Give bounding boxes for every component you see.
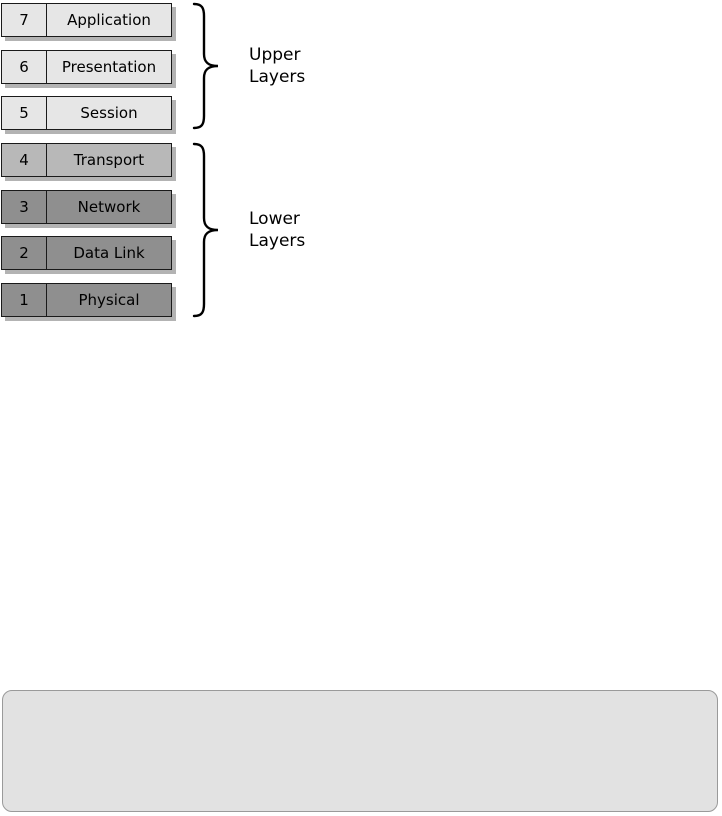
layer-name: Application [67, 11, 151, 29]
upper-layers-brace [192, 2, 219, 130]
lower-layers-brace [192, 142, 219, 318]
layer-name: Transport [73, 151, 145, 169]
lower-label-line1: Lower [249, 209, 300, 229]
layer-1-physical: 1 Physical [1, 283, 172, 317]
layer-2-data-link: 2 Data Link [1, 236, 172, 270]
layer-6-presentation: 6 Presentation [1, 50, 172, 84]
layer-name: Network [77, 198, 141, 216]
layer-7-application: 7 Application [1, 3, 172, 37]
lower-label-line2: Layers [249, 231, 306, 251]
layer-4-transport: 4 Transport [1, 143, 172, 177]
layer-number: 7 [2, 4, 47, 36]
layer-number: 1 [2, 284, 47, 316]
bottom-caption-panel [2, 690, 718, 812]
layer-name: Physical [78, 291, 140, 309]
lower-layers-label: Lower Layers [249, 208, 305, 252]
layer-3-network: 3 Network [1, 190, 172, 224]
upper-layers-label: Upper Layers [249, 44, 305, 88]
layer-number: 4 [2, 144, 47, 176]
layer-number: 5 [2, 97, 47, 129]
layer-name: Presentation [61, 58, 157, 76]
layer-number: 6 [2, 51, 47, 83]
layer-number: 3 [2, 191, 47, 223]
layer-name: Session [80, 104, 138, 122]
layer-5-session: 5 Session [1, 96, 172, 130]
layer-name: Data Link [73, 244, 145, 262]
upper-label-line2: Layers [249, 67, 306, 87]
layer-number: 2 [2, 237, 47, 269]
upper-label-line1: Upper [249, 45, 301, 65]
